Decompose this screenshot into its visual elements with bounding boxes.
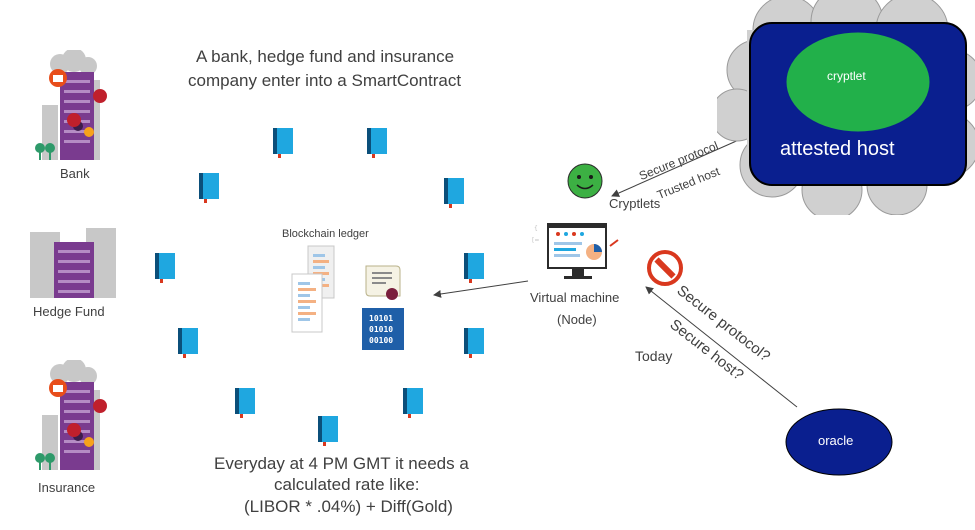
- blockchain-ledger-label: Blockchain ledger: [282, 228, 369, 240]
- cryptlet-label: cryptlet: [827, 69, 866, 83]
- virtual-machine-icon: { [=: [532, 223, 619, 279]
- footer-line-1: Everyday at 4 PM GMT it needs a: [214, 454, 469, 473]
- hedge-fund-label: Hedge Fund: [33, 304, 105, 319]
- oracle-node: [785, 408, 893, 476]
- insurance-building-icon: [35, 360, 107, 470]
- binary-line-1: 10101: [369, 314, 394, 323]
- binary-line-3: 00100: [369, 336, 394, 345]
- ledger-book-icon: [318, 416, 338, 446]
- binary-data-icon: [362, 308, 404, 350]
- vm-to-ledger-arrow: [433, 280, 529, 298]
- bank-label: Bank: [60, 166, 90, 181]
- footer-line-2: calculated rate like:: [274, 475, 420, 494]
- cryptlets-label: Cryptlets: [609, 196, 661, 211]
- bank-building-icon: [35, 50, 107, 160]
- header-line-1: A bank, hedge fund and insurance: [196, 47, 455, 66]
- smiley-face-icon: [567, 163, 603, 199]
- ledger-book-icon: [444, 178, 464, 208]
- certificate-icon: [365, 265, 401, 300]
- today-label: Today: [635, 348, 673, 364]
- ledger-book-icon: [273, 128, 293, 158]
- ledger-book-icon: [403, 388, 423, 418]
- ledger-book-icon: [464, 328, 484, 358]
- ledger-book-icon: [178, 328, 198, 358]
- prohibited-icon: [647, 250, 683, 286]
- documents-icon: [291, 245, 335, 333]
- attested-host-label: attested host: [780, 138, 895, 160]
- ledger-book-icon: [464, 253, 484, 283]
- svg-text:[=: [=: [532, 237, 539, 244]
- header-line-2: company enter into a SmartContract: [188, 71, 462, 90]
- ledger-book-icon: [367, 128, 387, 158]
- ledger-book-icon: [155, 253, 175, 283]
- hedge-fund-building-icon: [30, 228, 116, 298]
- vm-label-line-2: (Node): [557, 312, 597, 327]
- attested-host-box: [749, 22, 967, 186]
- host-to-cryptlets-arrow: [611, 134, 751, 197]
- ledger-book-icon: [235, 388, 255, 418]
- oracle-label: oracle: [818, 433, 854, 448]
- binary-line-2: 01010: [369, 325, 394, 334]
- footer-line-3: (LIBOR * .04%) + Diff(Gold): [244, 497, 453, 516]
- insurance-label: Insurance: [38, 480, 96, 495]
- vm-label-line-1: Virtual machine: [530, 290, 620, 305]
- oracle-to-vm-arrow: [645, 286, 798, 408]
- ledger-book-icon: [199, 173, 219, 203]
- svg-text:{: {: [534, 225, 538, 232]
